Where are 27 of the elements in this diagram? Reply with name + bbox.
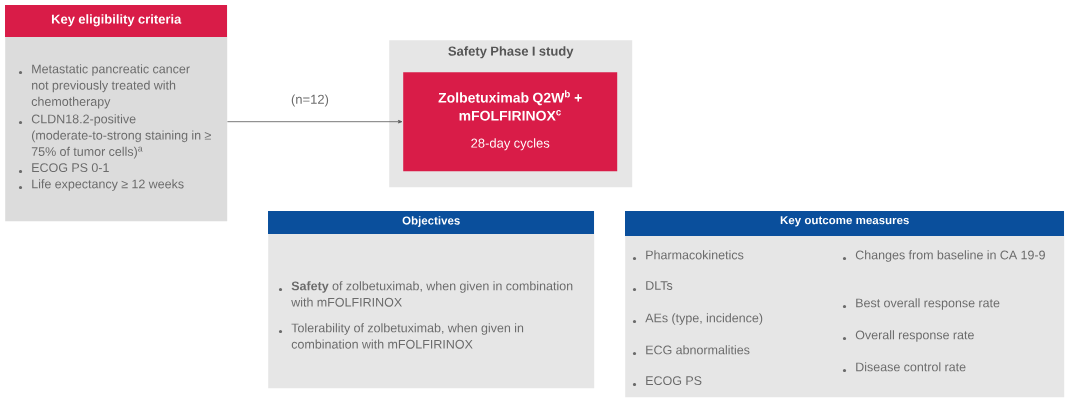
treatment-name: Zolbetuximab Q2W$^{b}$ + mFOLFIRINOX$^{c}$ (438, 90, 582, 121)
bullet-item: ECOG PS 0-1 (18, 163, 109, 174)
panel-title: Safety Phase I study (448, 46, 574, 59)
panel-heading: Objectives (402, 216, 460, 227)
treatment-box (403, 72, 618, 172)
panel-heading: Key eligibility criteria (51, 14, 182, 27)
bullet-item: Life expectancy ≥ 12 weeks (18, 179, 184, 191)
panel-heading: Key outcome measures (780, 216, 909, 227)
edge-label: (n=12) (291, 94, 329, 107)
bullet-item: CLDN18.2-positive (moderate-to-strong staining in ≥ 75% of tumor cells)$^{a}$ (18, 114, 211, 159)
bullet-item: DLTs (632, 281, 673, 292)
bullet-item: Safety of zolbetuximab, when given in combination with mFOLFIRINOX (278, 281, 573, 307)
bullet-item: ECG abnormalities (632, 345, 750, 356)
bullet-item: Disease control rate (842, 362, 966, 373)
objectives-panel (268, 211, 595, 389)
bullet-item: Tolerability of zolbetuximab, when given in combination with mFOLFIRINOX (278, 323, 524, 349)
outcomes-panel (625, 211, 1065, 398)
cycle-note: 28-day cycles (471, 138, 550, 151)
bullet-item: Best overall response rate (842, 298, 1000, 310)
bullet-item: Changes from baseline in CA 19-9 (842, 250, 1045, 262)
bullet-item: Metastatic pancreatic cancer not previously treated with chemotherapy (18, 64, 190, 109)
bullet-item: Pharmacokinetics (632, 250, 744, 261)
bullet-item: ECOG PS (632, 376, 702, 387)
arrow (227, 119, 403, 124)
bullet-item: AEs (type, incidence) (632, 313, 763, 325)
criteria-panel (5, 5, 228, 222)
bullet-item: Overall response rate (842, 330, 974, 342)
